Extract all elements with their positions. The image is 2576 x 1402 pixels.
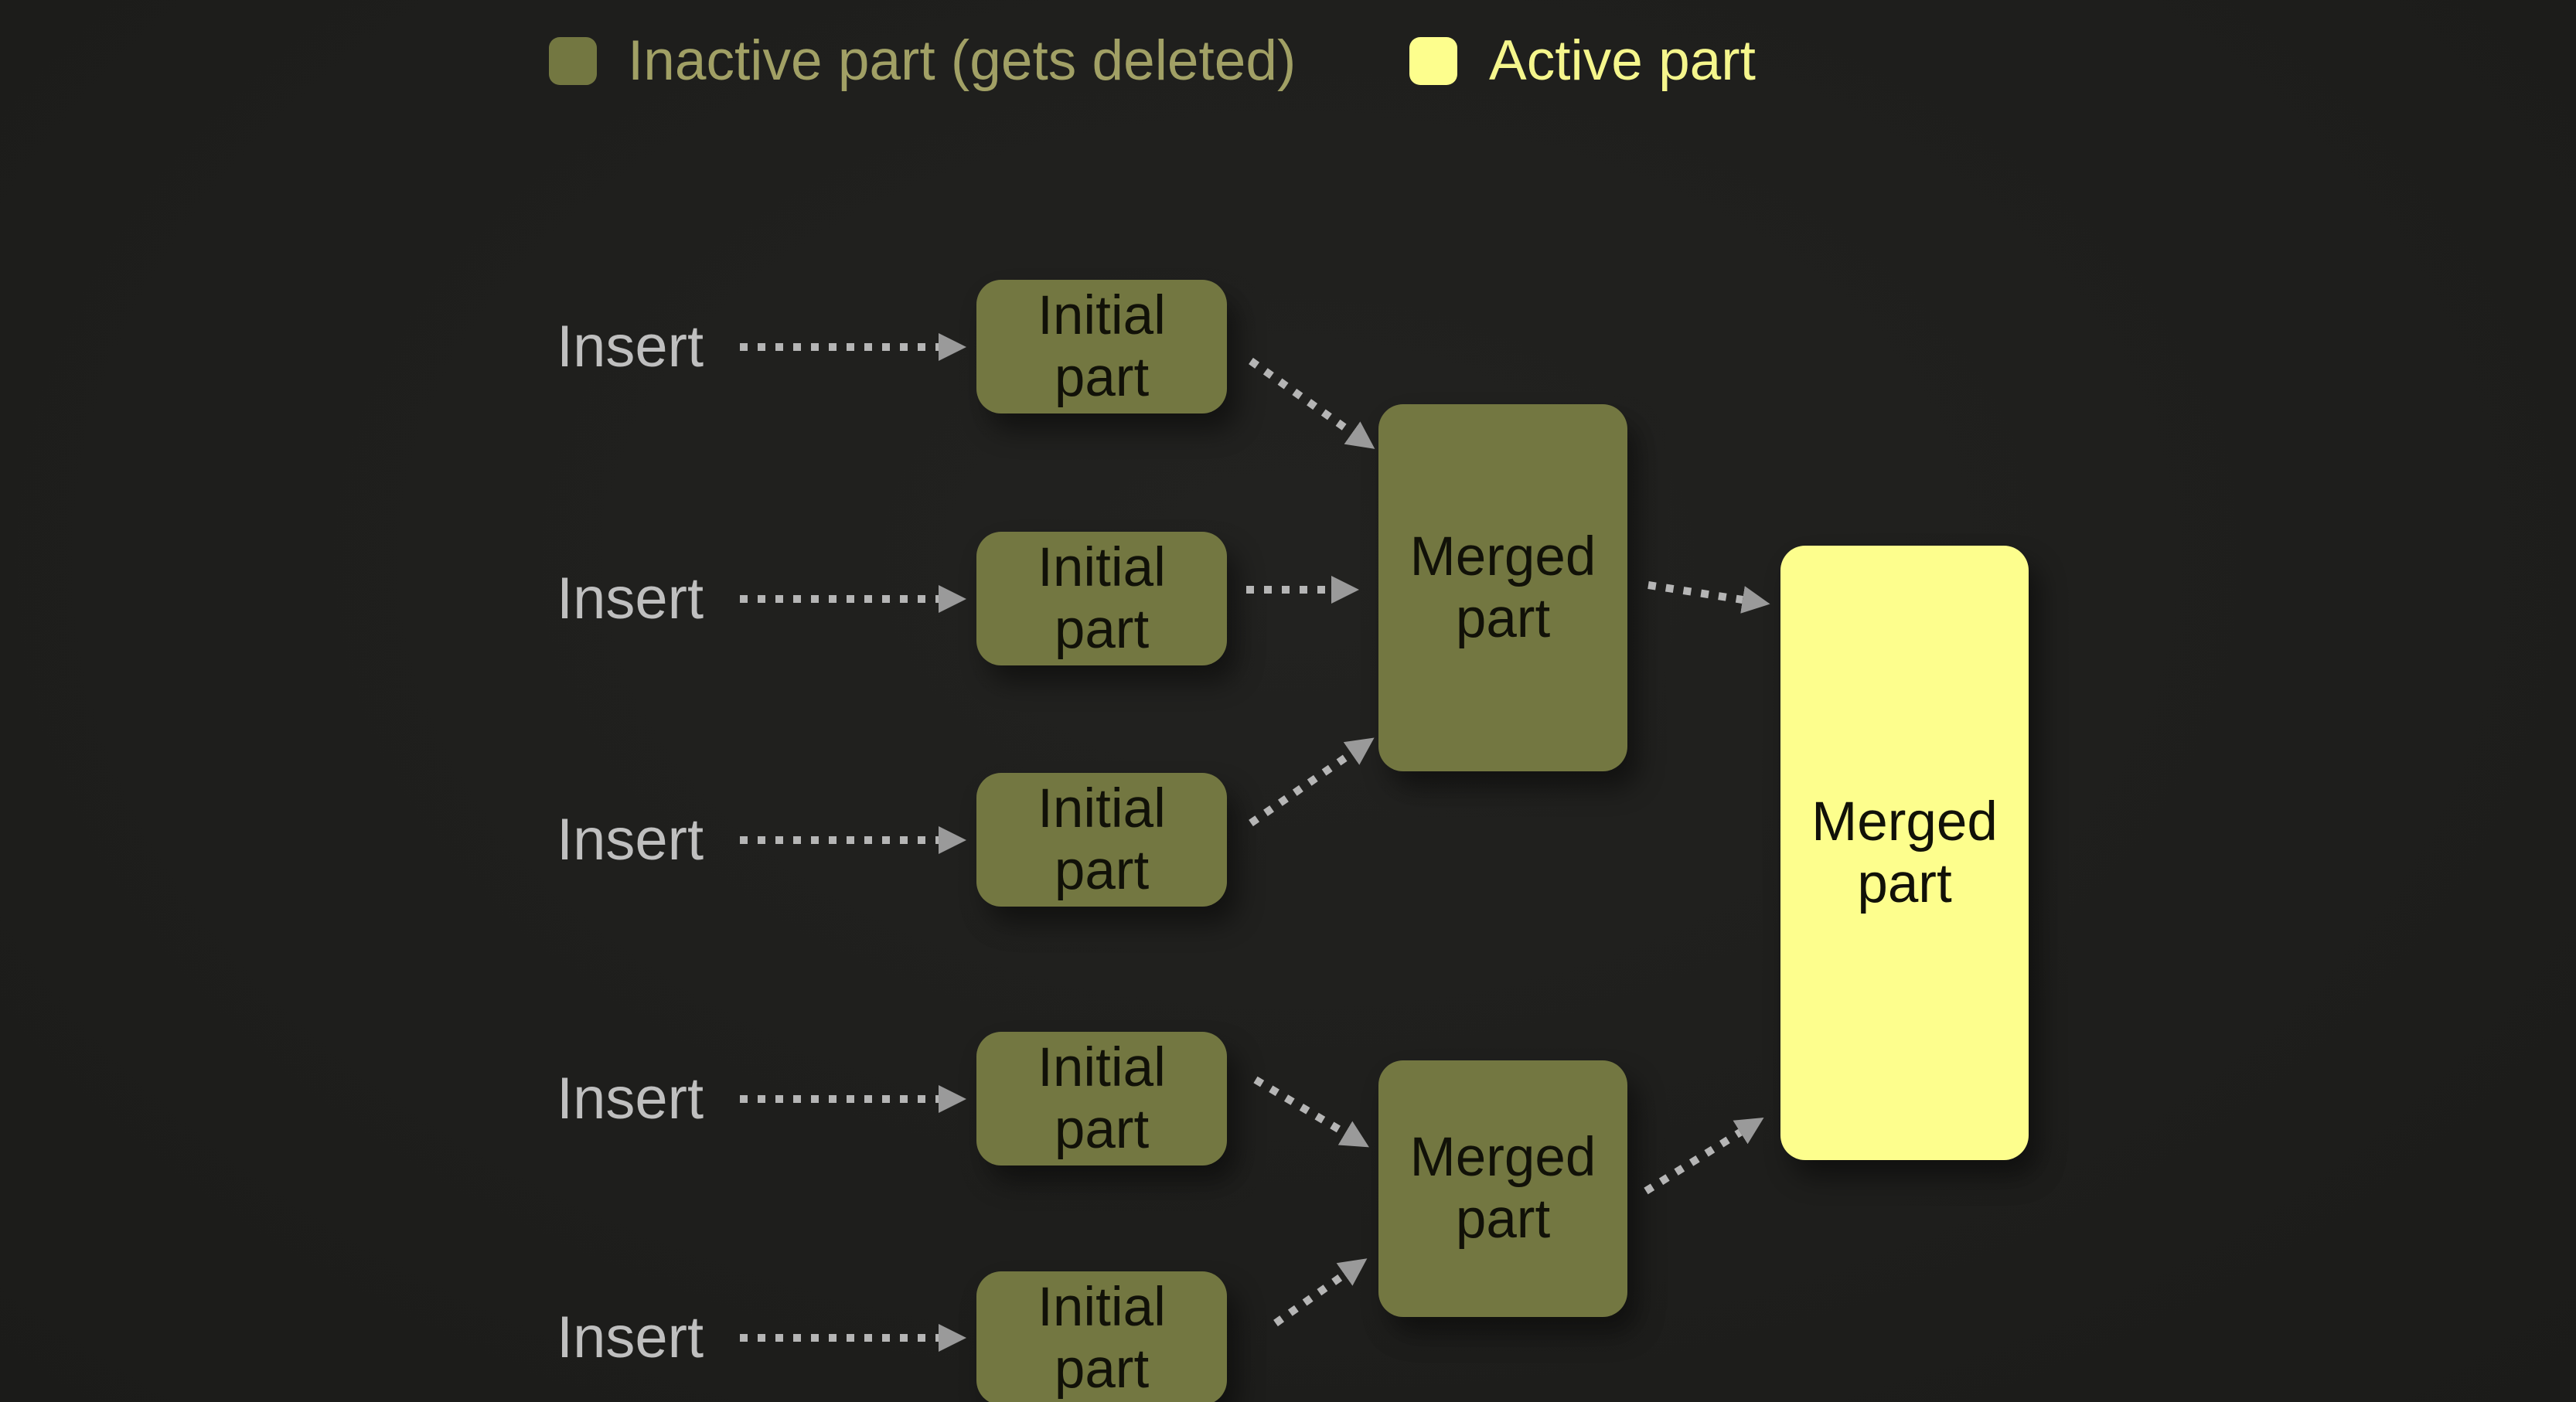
arrow-initial1-to-merged-top (1249, 357, 1375, 449)
initial-part-box-3: Initial part (976, 773, 1227, 907)
insert-label-4: Insert (557, 1066, 704, 1131)
merged-part-box-bottom: Merged part (1378, 1060, 1627, 1317)
initial-part-label-1: Initial part (1038, 284, 1166, 408)
merged-part-box-top: Merged part (1378, 404, 1627, 771)
legend-active-swatch-icon (1409, 37, 1457, 85)
insert-label-1: Insert (557, 314, 704, 379)
insert-label-3: Insert (557, 807, 704, 873)
legend-active-label: Active part (1489, 29, 1756, 92)
merged-part-label-final: Merged part (1811, 791, 1998, 914)
merged-part-label-top: Merged part (1409, 526, 1596, 649)
initial-part-label-2: Initial part (1038, 536, 1166, 660)
insert-label-5: Insert (557, 1305, 704, 1370)
merged-part-label-bottom: Merged part (1409, 1127, 1596, 1250)
arrow-merged-top-to-final (1647, 581, 1770, 614)
merged-part-box-final: Merged part (1780, 546, 2029, 1160)
legend-inactive-label: Inactive part (gets deleted) (628, 29, 1297, 92)
arrow-initial5-to-merged-bottom (1273, 1258, 1368, 1327)
initial-part-label-3: Initial part (1038, 778, 1166, 901)
insert-label-2: Insert (557, 566, 704, 631)
initial-part-box-2: Initial part (976, 532, 1227, 665)
arrow-initial3-to-merged-top (1249, 737, 1375, 827)
arrow-merged-bottom-to-final (1644, 1117, 1764, 1195)
legend-inactive-swatch-icon (549, 37, 597, 85)
initial-part-label-5: Initial part (1038, 1276, 1166, 1400)
initial-part-label-4: Initial part (1038, 1036, 1166, 1160)
initial-part-box-4: Initial part (976, 1032, 1227, 1165)
arrow-initial4-to-merged-bottom (1253, 1076, 1369, 1148)
initial-part-box-1: Initial part (976, 280, 1227, 413)
initial-part-box-5: Initial part (976, 1271, 1227, 1402)
